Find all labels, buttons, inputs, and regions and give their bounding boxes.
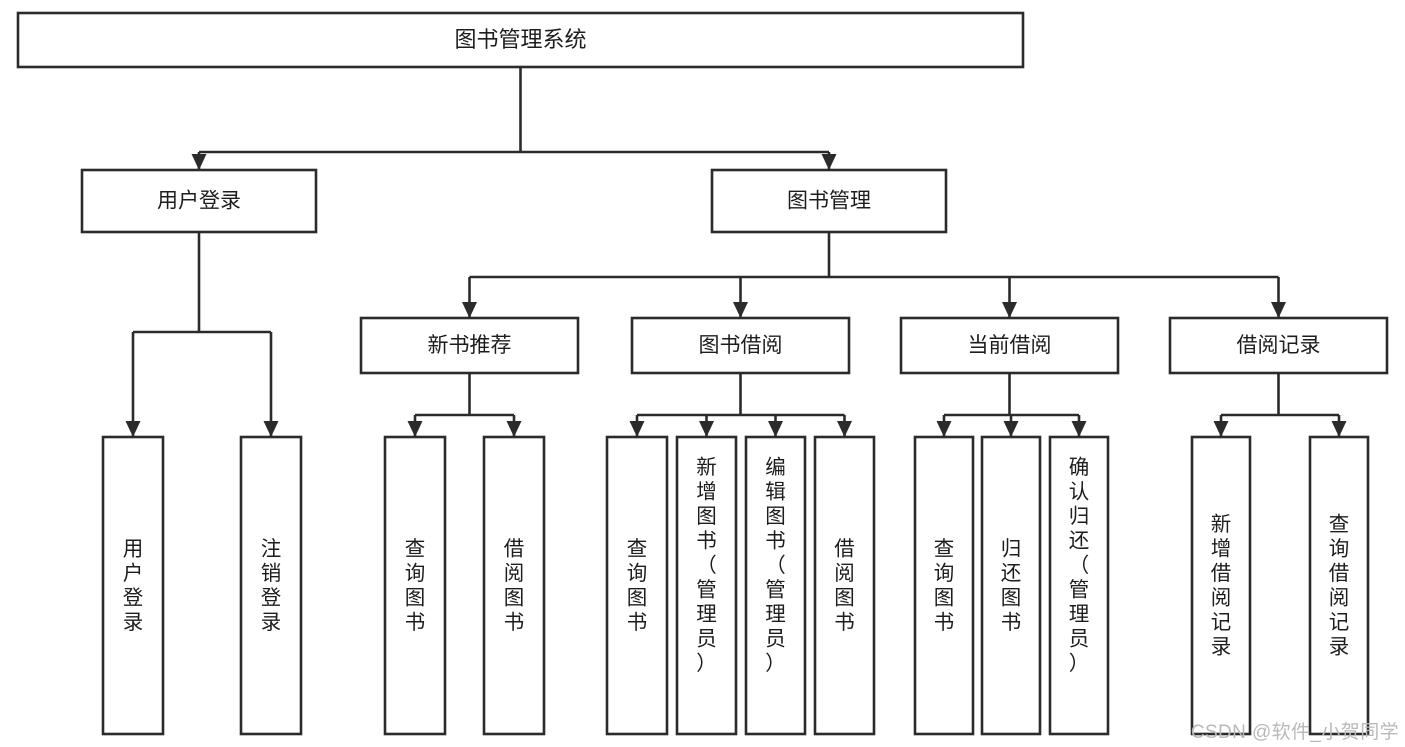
node-label: 借阅图书 [504,538,525,635]
node-book-borrow[interactable]: 图书借阅 [630,316,851,375]
arrow-head-icon [1002,302,1017,318]
node-box [101,435,165,736]
node-leaf-borrow-edit[interactable]: 编辑图书（管理员） [744,435,807,736]
node-label: 当前借阅 [968,334,1052,357]
arrow-head-icon [263,421,279,437]
arrow-head-icon [1331,421,1347,437]
node-box [605,435,669,736]
arrow-head-icon [462,302,477,318]
node-leaf-borrow-lend[interactable]: 借阅图书 [813,435,876,736]
node-leaf-record-query[interactable]: 查询借阅记录 [1308,435,1370,736]
node-box [1168,316,1389,375]
node-box [1048,435,1110,736]
node-leaf-current-query[interactable]: 查询图书 [913,435,975,736]
node-leaf-user-logout[interactable]: 注销登录 [239,435,303,736]
node-box [1308,435,1370,736]
arrow-head-icon [1071,421,1087,437]
node-borrow-record[interactable]: 借阅记录 [1168,316,1389,375]
arrow-head-icon [1213,421,1229,437]
node-leaf-rec-query[interactable]: 查询图书 [383,435,447,736]
node-root[interactable]: 图书管理系统 [16,11,1025,69]
node-label: 确认归还（管理员） [1069,456,1090,675]
arrow-head-icon [699,421,714,437]
node-label: 图书管理 [787,190,871,213]
arrow-head-icon [733,302,748,318]
node-leaf-current-return[interactable]: 归还图书 [980,435,1042,736]
node-label: 借阅图书 [834,538,855,635]
node-box [1190,435,1252,736]
node-book-manage[interactable]: 图书管理 [710,168,948,234]
arrow-head-icon [407,421,423,437]
node-label: 新书推荐 [428,334,512,357]
arrow-head-icon [629,421,645,437]
node-label: 借阅记录 [1237,334,1321,357]
connector-layer [125,67,1347,437]
node-box [675,435,738,736]
node-label: 注销登录 [261,538,282,635]
node-user-login[interactable]: 用户登录 [80,168,318,234]
node-leaf-borrow-add[interactable]: 新增图书（管理员） [675,435,738,736]
node-label: 查询借阅记录 [1329,513,1350,659]
node-label: 查询图书 [934,538,955,635]
node-label: 用户登录 [123,538,144,635]
node-label: 查询图书 [627,538,648,635]
node-leaf-borrow-query[interactable]: 查询图书 [605,435,669,736]
arrow-head-icon [821,154,837,170]
node-leaf-record-add[interactable]: 新增借阅记录 [1190,435,1252,736]
node-current-borrow[interactable]: 当前借阅 [899,316,1120,375]
arrow-head-icon [191,154,207,170]
node-label: 图书管理系统 [454,27,586,52]
node-leaf-user-login[interactable]: 用户登录 [101,435,165,736]
node-box [813,435,876,736]
arrow-head-icon [506,421,522,437]
node-layer: 图书管理系统用户登录图书管理新书推荐图书借阅当前借阅借阅记录用户登录注销登录查询… [16,11,1389,736]
arrow-head-icon [125,421,141,437]
node-label: 图书借阅 [699,334,783,357]
node-box [710,168,948,234]
node-label: 编辑图书（管理员） [765,456,786,675]
node-leaf-rec-borrow[interactable]: 借阅图书 [482,435,546,736]
node-box [482,435,546,736]
node-box [913,435,975,736]
node-new-book-rec[interactable]: 新书推荐 [359,316,580,375]
node-label: 用户登录 [157,190,241,213]
node-box [80,168,318,234]
node-label: 归还图书 [1001,538,1022,635]
node-box [239,435,303,736]
node-box [899,316,1120,375]
node-label: 新增借阅记录 [1211,513,1232,659]
arrow-head-icon [837,421,852,437]
node-box [630,316,851,375]
node-label: 查询图书 [405,538,426,635]
arrow-head-icon [936,421,952,437]
node-box [383,435,447,736]
node-box [744,435,807,736]
arrow-head-icon [1003,421,1019,437]
arrow-head-icon [1271,302,1286,318]
arrow-head-icon [768,421,783,437]
node-leaf-current-confirm[interactable]: 确认归还（管理员） [1048,435,1110,736]
node-label: 新增图书（管理员） [696,456,717,675]
node-box [359,316,580,375]
node-box [980,435,1042,736]
node-box [16,11,1025,69]
